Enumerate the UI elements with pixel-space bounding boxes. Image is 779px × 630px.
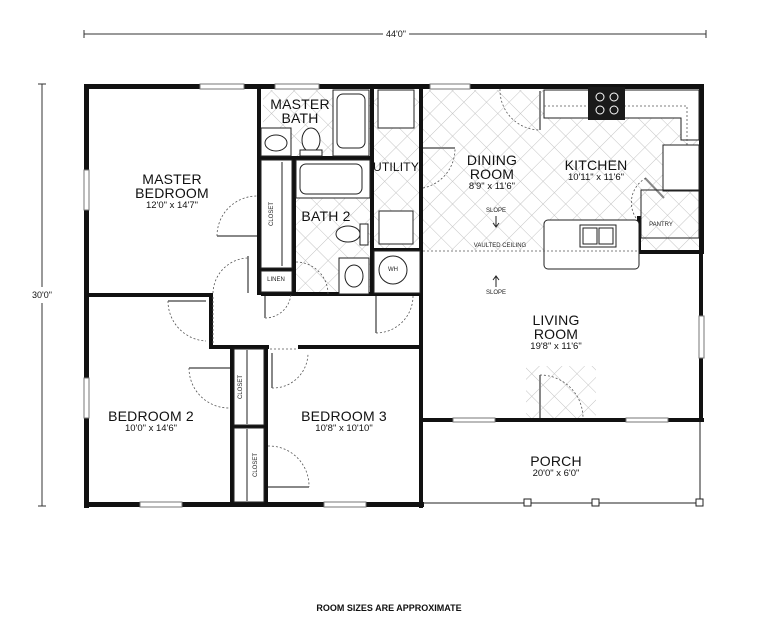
room-name: BEDROOM 2	[108, 408, 194, 424]
closet-label-bedroom2: CLOSET	[238, 374, 244, 400]
slope-arrows	[492, 216, 500, 287]
linen-closet-label: LINEN	[267, 277, 285, 283]
room-name: PORCH	[530, 453, 582, 469]
room-name: BEDROOM 3	[301, 408, 387, 424]
room-name-line2: ROOM	[469, 166, 515, 182]
room-name: BATH 2	[301, 208, 351, 224]
room-name: UTILITY	[372, 160, 420, 174]
room-pantry: PANTRY	[649, 222, 673, 228]
room-name-line2: BATH	[281, 110, 319, 126]
room-master-bath: MASTER BATH	[270, 97, 330, 125]
porch-outline	[423, 422, 704, 507]
room-size: 8'9" x 11'6"	[468, 181, 516, 192]
room-name: KITCHEN	[564, 157, 628, 173]
height-dimension-label: 30'0"	[32, 287, 52, 303]
room-name-line1: DINING	[466, 152, 518, 168]
master-bath-fixtures	[260, 89, 370, 157]
closet-label-bedroom3: CLOSET	[253, 452, 259, 478]
room-porch: PORCH 20'0" x 6'0"	[530, 454, 582, 479]
room-name-line2: BEDROOM	[135, 185, 209, 201]
room-bedroom-2: BEDROOM 2 10'0" x 14'6"	[108, 409, 194, 434]
room-dining: DINING ROOM 8'9" x 11'6"	[467, 153, 517, 192]
closets	[212, 159, 298, 503]
room-master-bedroom: MASTER BEDROOM 12'0" x 14'7"	[135, 172, 209, 211]
room-name-line1: MASTER	[270, 96, 330, 112]
footer-note: ROOM SIZES ARE APPROXIMATE	[316, 603, 462, 613]
water-heater-label: WH	[388, 267, 398, 273]
bath2-fixtures	[295, 159, 371, 295]
windows	[83, 83, 705, 508]
room-size: 10'8" x 10'10"	[315, 423, 373, 434]
room-size: 10'11" x 11'6"	[568, 172, 624, 183]
room-name-line2: ROOM	[533, 326, 579, 342]
slope-label-dining: SLOPE	[485, 208, 507, 214]
room-living: LIVING ROOM 19'8" x 11'6"	[530, 313, 581, 352]
room-size: 19'8" x 11'6"	[530, 341, 582, 352]
room-name-line1: LIVING	[532, 312, 580, 328]
closet-label-master: CLOSET	[269, 201, 275, 227]
room-bedroom-3: BEDROOM 3 10'8" x 10'10"	[301, 409, 387, 434]
utility-fixtures	[373, 89, 421, 294]
kitchen-fixtures	[423, 87, 700, 270]
vaulted-ceiling-label: VAULTED CEILING	[473, 243, 527, 249]
width-dimension-label: 44'0"	[383, 29, 409, 39]
room-size: 12'0" x 14'7"	[145, 200, 199, 211]
room-kitchen: KITCHEN 10'11" x 11'6"	[565, 158, 628, 183]
doors	[167, 88, 665, 488]
room-size: 20'0" x 6'0"	[532, 468, 580, 479]
room-size: 10'0" x 14'6"	[124, 423, 178, 434]
slope-label-living: SLOPE	[485, 290, 507, 296]
room-bath-2: BATH 2	[301, 209, 350, 223]
room-name-line1: MASTER	[142, 171, 202, 187]
room-utility: UTILITY	[373, 161, 419, 173]
